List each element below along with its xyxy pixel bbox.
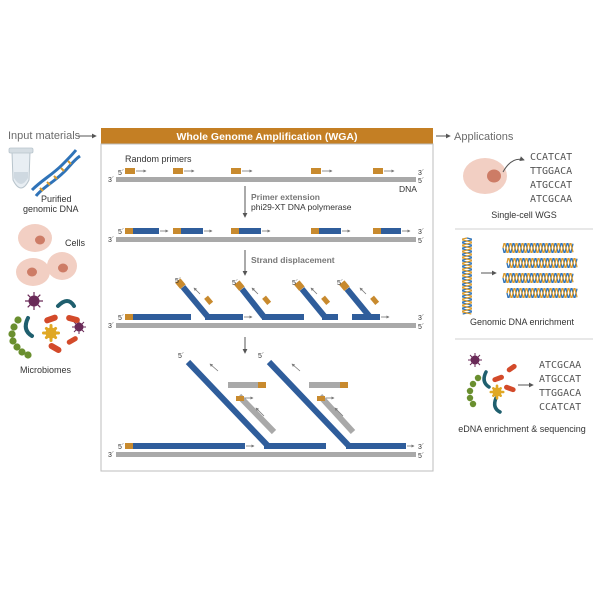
step4-5prime-right: 5´ — [418, 453, 424, 460]
step1-primers — [125, 168, 395, 174]
purified-label-1: Purified — [41, 194, 72, 204]
microbiome-icon — [8, 292, 86, 359]
step1-template-strand — [116, 177, 416, 182]
step3-5prime-d: 5´ — [337, 280, 343, 287]
step3-displaced-strands — [125, 278, 390, 320]
wga-title-bar — [101, 128, 433, 144]
polymerase-label: phi29-XT DNA polymerase — [251, 202, 352, 212]
step2-template-strand — [116, 237, 416, 242]
step1-5prime-right: 5´ — [418, 178, 424, 185]
single-cell-icon — [463, 158, 507, 194]
step4-template-strand — [116, 452, 416, 457]
purified-label-2: genomic DNA — [23, 204, 79, 214]
step2-3prime-left: 3´ — [108, 237, 114, 244]
random-primers-label: Random primers — [125, 154, 192, 164]
step3-3prime-right: 3´ — [418, 315, 424, 322]
step3-5prime-right: 5´ — [418, 324, 424, 331]
cells-label: Cells — [65, 238, 86, 248]
sc-seq-1: CCATCAT — [530, 152, 572, 163]
step4-5prime-a: 5´ — [178, 353, 184, 360]
strand-displacement-label: Strand displacement — [251, 255, 335, 265]
dna-helix-icon — [30, 149, 81, 197]
edna-seq-1: ATCGCAA — [539, 360, 581, 371]
step3-5prime-left: 5´ — [118, 315, 124, 322]
step1-3prime-left: 3´ — [108, 177, 114, 184]
enrichment-label: Genomic DNA enrichment — [470, 317, 575, 327]
primer-extension-label: Primer extension — [251, 192, 320, 202]
step2-5prime-right: 5´ — [418, 238, 424, 245]
step2-3prime-right: 3´ — [418, 229, 424, 236]
step1-5prime: 5´ — [118, 170, 124, 177]
step3-5prime-a: 5´ — [175, 278, 181, 285]
step4-5prime-left: 5´ — [118, 444, 124, 451]
edna-microbiome-icon — [466, 353, 517, 414]
long-dna-icon — [462, 237, 472, 315]
input-materials-heading: Input materials — [8, 130, 81, 142]
edna-label: eDNA enrichment & sequencing — [458, 424, 586, 434]
step1-3prime-right: 3´ — [418, 170, 424, 177]
sc-seq-2: TTGGACA — [530, 166, 572, 177]
edna-seq-3: TTGGACA — [539, 388, 581, 399]
cells-icon — [16, 224, 77, 286]
step4-5prime-b: 5´ — [258, 353, 264, 360]
step4-3prime-left: 3´ — [108, 452, 114, 459]
sc-seq-4: ATCGCAA — [530, 194, 572, 205]
sc-arrow — [502, 156, 525, 173]
step2-extended-primers — [125, 228, 411, 234]
step3-template-strand — [116, 323, 416, 328]
step3-5prime-b: 5´ — [232, 280, 238, 287]
step2-5prime: 5´ — [118, 229, 124, 236]
fragmented-dna-icon — [502, 243, 578, 298]
microbiomes-label: Microbiomes — [20, 365, 72, 375]
sc-wgs-label: Single-cell WGS — [491, 210, 557, 220]
wga-panel — [100, 143, 434, 472]
edna-seq-2: ATGCCAT — [539, 374, 581, 385]
step3-3prime-left: 3´ — [108, 323, 114, 330]
edna-seq-4: CCATCAT — [539, 402, 581, 413]
applications-heading: Applications — [454, 131, 514, 143]
wga-title: Whole Genome Amplification (WGA) — [176, 131, 357, 143]
step4-3prime-right: 3´ — [418, 444, 424, 451]
tube-icon — [8, 147, 34, 189]
sc-seq-3: ATGCCAT — [530, 180, 572, 191]
dna-label: DNA — [399, 184, 417, 194]
step4-amplified-strands — [125, 359, 415, 449]
step3-5prime-c: 5´ — [292, 280, 298, 287]
